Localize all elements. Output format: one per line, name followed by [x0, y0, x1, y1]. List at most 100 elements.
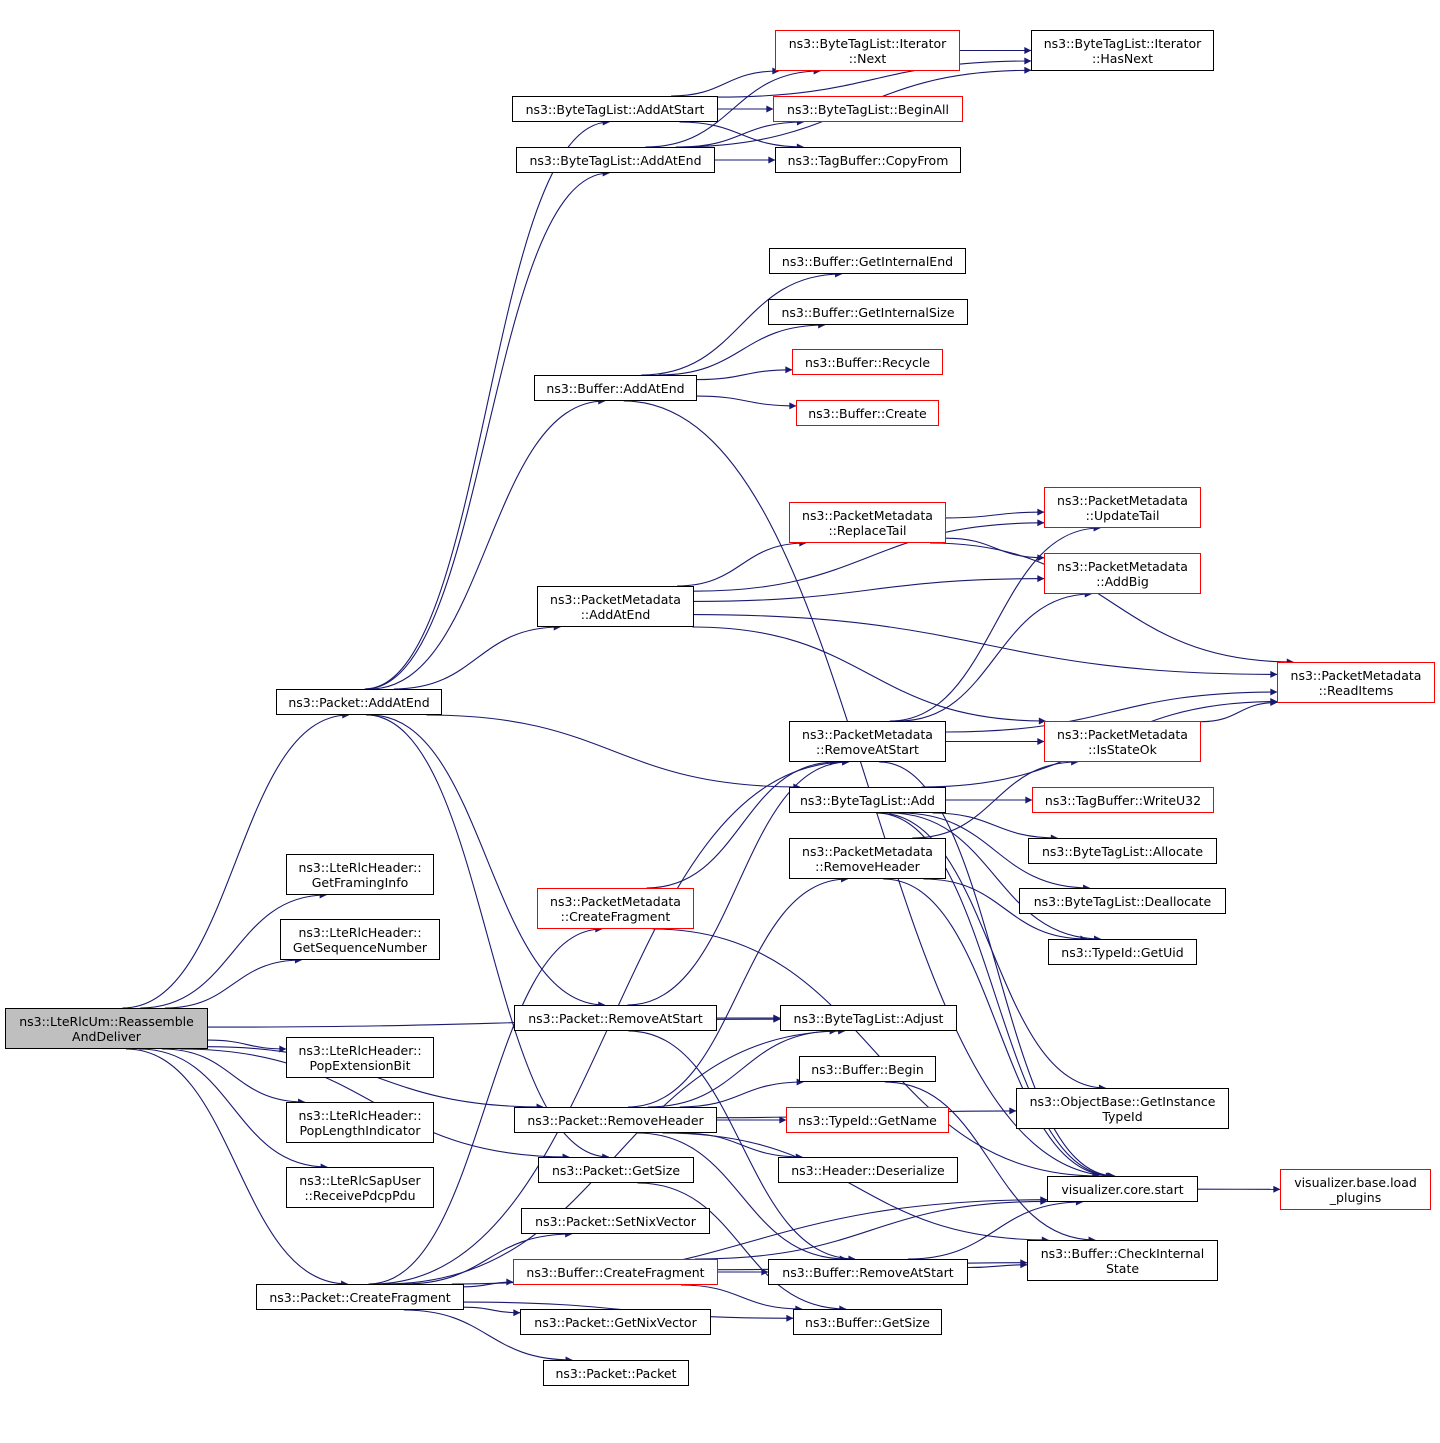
- node-label-line: ns3::Buffer::GetSize: [805, 1314, 930, 1330]
- node-lterlcum-reassemble-and-deliver[interactable]: ns3::LteRlcUm::Reassemble AndDeliver: [5, 1008, 208, 1049]
- node-packet-removeatstart[interactable]: ns3::Packet::RemoveAtStart: [514, 1005, 717, 1031]
- edge-packet_addatend-to-pm_addatend: [393, 623, 561, 690]
- node-label-line: ns3::ByteTagList::Deallocate: [1033, 893, 1212, 909]
- node-bytetaglist-iterator-hasnext[interactable]: ns3::ByteTagList::Iterator ::HasNext: [1031, 30, 1214, 71]
- node-buffer-create[interactable]: ns3::Buffer::Create: [796, 400, 939, 426]
- node-lterlcsapuser-receivepdcppdu[interactable]: ns3::LteRlcSapUser ::ReceivePdcpPdu: [286, 1167, 434, 1208]
- node-packet-setnixvector[interactable]: ns3::Packet::SetNixVector: [521, 1208, 710, 1234]
- node-label-line: ns3::ByteTagList::BeginAll: [787, 101, 949, 117]
- node-label-line: ns3::Buffer::CreateFragment: [526, 1264, 705, 1280]
- node-label-line: ns3::PacketMetadata: [1290, 667, 1422, 683]
- edge-buf_removeatstart-to-buf_checkinternalstate: [967, 1261, 1028, 1269]
- edge-packet_createfragment-to-buffer_createfragment: [463, 1278, 514, 1288]
- edge-pm_removeheader-to-viz_core_start: [883, 878, 1113, 1180]
- node-lterlcheader-poplengthindicator[interactable]: ns3::LteRlcHeader:: PopLengthIndicator: [286, 1102, 434, 1143]
- node-label-line: State: [1105, 1260, 1140, 1276]
- node-bytetaglist-allocate[interactable]: ns3::ByteTagList::Allocate: [1028, 838, 1217, 864]
- node-packet-getnixvector[interactable]: ns3::Packet::GetNixVector: [520, 1309, 711, 1335]
- node-visualizer-base-load-plugins[interactable]: visualizer.base.load _plugins: [1280, 1169, 1431, 1210]
- node-label-line: ns3::Packet::CreateFragment: [269, 1289, 451, 1305]
- node-label-line: ns3::ByteTagList::AddAtEnd: [529, 152, 702, 168]
- node-bytetaglist-addatstart[interactable]: ns3::ByteTagList::AddAtStart: [512, 96, 718, 122]
- node-bytetaglist-deallocate[interactable]: ns3::ByteTagList::Deallocate: [1019, 888, 1226, 914]
- node-label-line: ns3::TypeId::GetUid: [1061, 944, 1184, 960]
- edge-pm_isstateok-to-pm_readitems: [1200, 699, 1278, 723]
- node-lterlcheader-getsequencenumber[interactable]: ns3::LteRlcHeader:: GetSequenceNumber: [280, 919, 440, 960]
- node-objectbase-getinstancetypeid[interactable]: ns3::ObjectBase::GetInstance TypeId: [1016, 1088, 1229, 1129]
- node-packet-packet[interactable]: ns3::Packet::Packet: [543, 1360, 689, 1386]
- node-packetmetadata-updatetail[interactable]: ns3::PacketMetadata ::UpdateTail: [1044, 487, 1201, 528]
- node-bytetaglist-add[interactable]: ns3::ByteTagList::Add: [789, 787, 946, 813]
- edge-packet_removeheader-to-buf_checkinternalstate: [662, 1132, 1049, 1244]
- edge-pm_removeatstart-to-pm_updatetail: [889, 524, 1101, 722]
- node-lterlcheader-popextensionbit[interactable]: ns3::LteRlcHeader:: PopExtensionBit: [286, 1037, 434, 1078]
- node-typeid-getname[interactable]: ns3::TypeId::GetName: [786, 1107, 949, 1133]
- edge-btl_add-to-viz_core_start: [875, 812, 1115, 1180]
- node-tagbuffer-copyfrom[interactable]: ns3::TagBuffer::CopyFrom: [775, 147, 961, 173]
- node-packet-createfragment[interactable]: ns3::Packet::CreateFragment: [256, 1284, 464, 1310]
- node-label-line: PopExtensionBit: [309, 1057, 411, 1073]
- node-label-line: TypeId: [1102, 1108, 1143, 1124]
- node-packetmetadata-readitems[interactable]: ns3::PacketMetadata ::ReadItems: [1277, 662, 1435, 703]
- edge-pm_removeatstart-to-pm_readitems: [945, 688, 1278, 733]
- edge-root-to-poplenind: [161, 1048, 306, 1106]
- node-packetmetadata-createfragment[interactable]: ns3::PacketMetadata ::CreateFragment: [537, 888, 694, 929]
- node-label-line: ns3::TagBuffer::WriteU32: [1044, 792, 1202, 808]
- node-header-deserialize[interactable]: ns3::Header::Deserialize: [778, 1157, 958, 1183]
- node-buffer-begin[interactable]: ns3::Buffer::Begin: [799, 1056, 936, 1082]
- edge-packet_createfragment-to-pm_createfragment: [368, 925, 603, 1285]
- node-label-line: ns3::PacketMetadata: [1057, 492, 1188, 508]
- node-label-line: ::RemoveAtStart: [816, 741, 919, 757]
- node-packetmetadata-removeatstart[interactable]: ns3::PacketMetadata ::RemoveAtStart: [789, 721, 946, 762]
- node-bytetaglist-adjust[interactable]: ns3::ByteTagList::Adjust: [780, 1005, 957, 1031]
- node-buffer-recycle[interactable]: ns3::Buffer::Recycle: [792, 349, 943, 375]
- edge-btl_addatstart-to-iter_hasnext: [717, 57, 1032, 98]
- edge-pm_removeheader-to-pm_isstateok: [912, 758, 1079, 839]
- node-label-line: ::Next: [848, 50, 887, 66]
- node-packetmetadata-removeheader[interactable]: ns3::PacketMetadata ::RemoveHeader: [789, 838, 946, 879]
- edge-pm_replacetail-to-pm_readitems: [930, 542, 1294, 666]
- node-label-line: ::UpdateTail: [1085, 507, 1160, 523]
- node-bytetaglist-beginall[interactable]: ns3::ByteTagList::BeginAll: [773, 96, 963, 122]
- node-label-line: ::IsStateOk: [1088, 741, 1157, 757]
- node-tagbuffer-writeu32[interactable]: ns3::TagBuffer::WriteU32: [1032, 787, 1214, 813]
- node-buffer-getinternalsize[interactable]: ns3::Buffer::GetInternalSize: [768, 299, 968, 325]
- node-typeid-getuid[interactable]: ns3::TypeId::GetUid: [1048, 939, 1197, 965]
- node-packet-getsize[interactable]: ns3::Packet::GetSize: [538, 1157, 694, 1183]
- node-packetmetadata-replacetail[interactable]: ns3::PacketMetadata ::ReplaceTail: [789, 502, 946, 543]
- node-bytetaglist-iterator-next[interactable]: ns3::ByteTagList::Iterator ::Next: [775, 30, 960, 71]
- node-packetmetadata-addatend[interactable]: ns3::PacketMetadata ::AddAtEnd: [537, 586, 694, 627]
- node-buffer-addatend[interactable]: ns3::Buffer::AddAtEnd: [534, 375, 697, 401]
- node-label-line: ::CreateFragment: [560, 908, 671, 924]
- node-packet-addatend[interactable]: ns3::Packet::AddAtEnd: [276, 689, 442, 715]
- node-bytetaglist-addatend[interactable]: ns3::ByteTagList::AddAtEnd: [516, 147, 715, 173]
- node-label-line: ::ReceivePdcpPdu: [304, 1187, 416, 1203]
- edge-buf_removeatstart-to-viz_core_start: [907, 1198, 1083, 1260]
- node-lterlcheader-getframinginfo[interactable]: ns3::LteRlcHeader:: GetFramingInfo: [286, 854, 434, 895]
- edge-btl_addatend-to-iter_next: [645, 67, 821, 148]
- node-buffer-getinternalend[interactable]: ns3::Buffer::GetInternalEnd: [769, 248, 966, 274]
- node-visualizer-core-start[interactable]: visualizer.core.start: [1047, 1176, 1198, 1202]
- node-label-line: ns3::LteRlcHeader::: [298, 1107, 422, 1123]
- node-buffer-checkinternalstate[interactable]: ns3::Buffer::CheckInternal State: [1027, 1240, 1218, 1281]
- node-label-line: ns3::PacketMetadata: [1057, 726, 1188, 742]
- node-label-line: ns3::Packet::RemoveAtStart: [528, 1010, 703, 1026]
- node-label-line: ns3::LteRlcSapUser: [299, 1172, 421, 1188]
- edge-root-to-packet_addatend: [122, 711, 350, 1009]
- node-packetmetadata-addbig[interactable]: ns3::PacketMetadata ::AddBig: [1044, 553, 1201, 594]
- node-label-line: ns3::Packet::Packet: [555, 1365, 677, 1381]
- edge-btl_addatstart-to-iter_next: [671, 67, 780, 97]
- node-packet-removeheader[interactable]: ns3::Packet::RemoveHeader: [514, 1107, 717, 1133]
- node-buffer-getsize[interactable]: ns3::Buffer::GetSize: [793, 1309, 942, 1335]
- node-packetmetadata-isstateok[interactable]: ns3::PacketMetadata ::IsStateOk: [1044, 721, 1201, 762]
- edge-packet_removeheader-to-buf_begin: [679, 1078, 804, 1108]
- node-buffer-removeatstart[interactable]: ns3::Buffer::RemoveAtStart: [768, 1259, 968, 1285]
- node-buffer-createfragment[interactable]: ns3::Buffer::CreateFragment: [513, 1259, 718, 1285]
- node-label-line: ns3::PacketMetadata: [550, 893, 681, 909]
- edge-buf_begin-to-buf_checkinternalstate: [884, 1081, 1096, 1244]
- edge-packet_getsize-to-buf_getsize: [637, 1182, 847, 1313]
- edge-packet_addatend-to-btl_add: [426, 714, 801, 791]
- edge-pm_removeatstart-to-pm_addbig: [898, 590, 1092, 722]
- edge-pm_createfragment-to-viz_core_start: [652, 928, 1100, 1180]
